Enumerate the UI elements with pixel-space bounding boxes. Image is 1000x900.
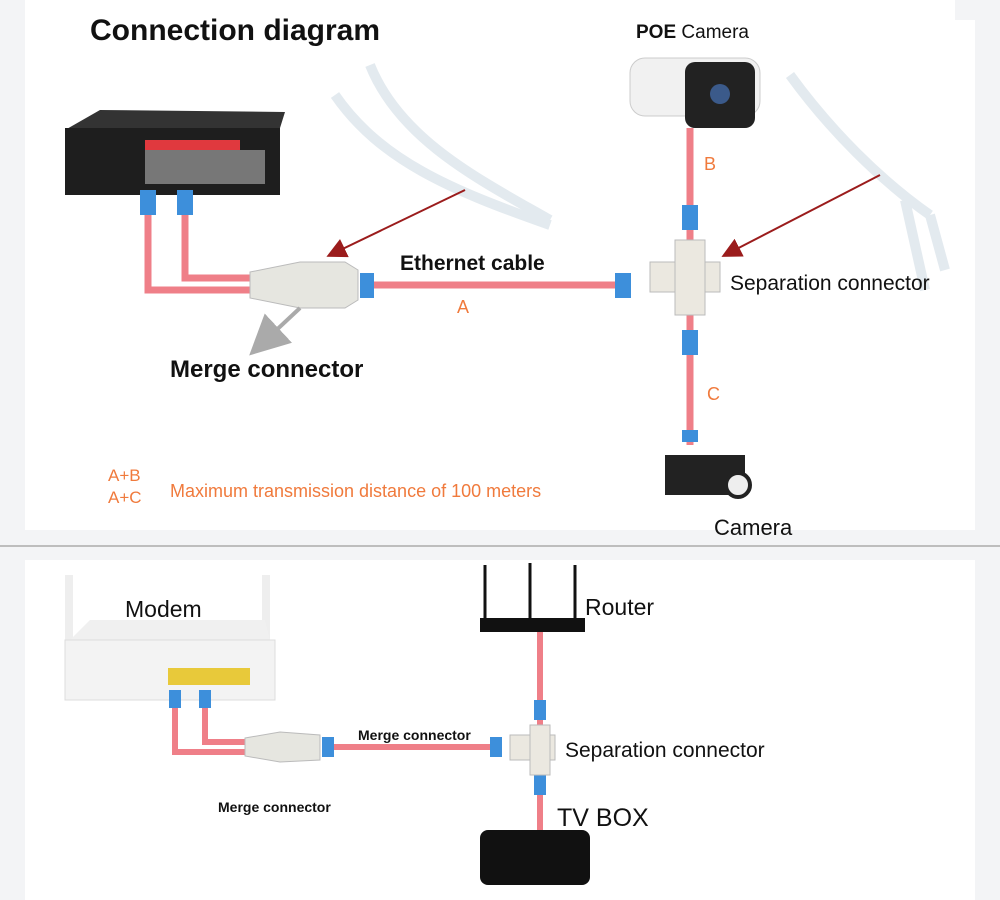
combo-ac: A+C: [108, 488, 142, 507]
camera-word: Camera: [681, 22, 749, 43]
modem-icon: [64, 575, 276, 701]
separation-connector-label: Separation connector: [730, 272, 930, 295]
merge-connector-label-bottom: Merge connector: [218, 799, 331, 815]
arrow-merge-gray: [249, 306, 302, 356]
label-b: B: [704, 154, 717, 174]
arrow-merge: [326, 189, 466, 258]
modem-label: Modem: [125, 596, 202, 622]
bottom-separation-connector-icon: [509, 724, 556, 776]
bottom-merge-connector-icon: [244, 731, 321, 763]
poe-camera-label: POE Camera: [636, 22, 749, 44]
tv-box-label: TV BOX: [557, 804, 649, 832]
top-cables: [144, 128, 694, 445]
poe-camera-icon: [629, 57, 761, 128]
top-panel-right: [955, 20, 975, 530]
label-c: C: [707, 384, 720, 404]
camera-label: Camera: [714, 515, 793, 540]
divider: [0, 545, 1000, 547]
router-icon: [480, 563, 585, 632]
router-label: Router: [585, 594, 655, 620]
splitter-cable-left-icon: [330, 63, 553, 230]
combo-ab: A+B: [108, 466, 141, 485]
label-a: A: [457, 297, 470, 317]
poe-switch-icon: [65, 110, 285, 195]
tv-box-icon: [480, 830, 590, 885]
ethernet-cable-label: Ethernet cable: [400, 252, 545, 275]
bottom-connector-plugs: [169, 690, 546, 795]
splitter-cable-right-icon: [785, 72, 950, 292]
max-distance-note: Maximum transmission distance of 100 met…: [170, 481, 542, 501]
merge-connector-icon: [249, 261, 359, 309]
cable-merge-connector-label: Merge connector: [358, 727, 471, 743]
camera-icon: [665, 455, 752, 499]
connector-plugs: [140, 190, 698, 442]
merge-connector-label: Merge connector: [170, 356, 364, 383]
page-title: Connection diagram: [90, 14, 381, 47]
separation-connector-icon: [649, 239, 721, 316]
separation-connector-label-bottom: Separation connector: [565, 739, 765, 762]
poe-label: POE: [636, 22, 677, 43]
arrow-separation: [721, 174, 881, 257]
